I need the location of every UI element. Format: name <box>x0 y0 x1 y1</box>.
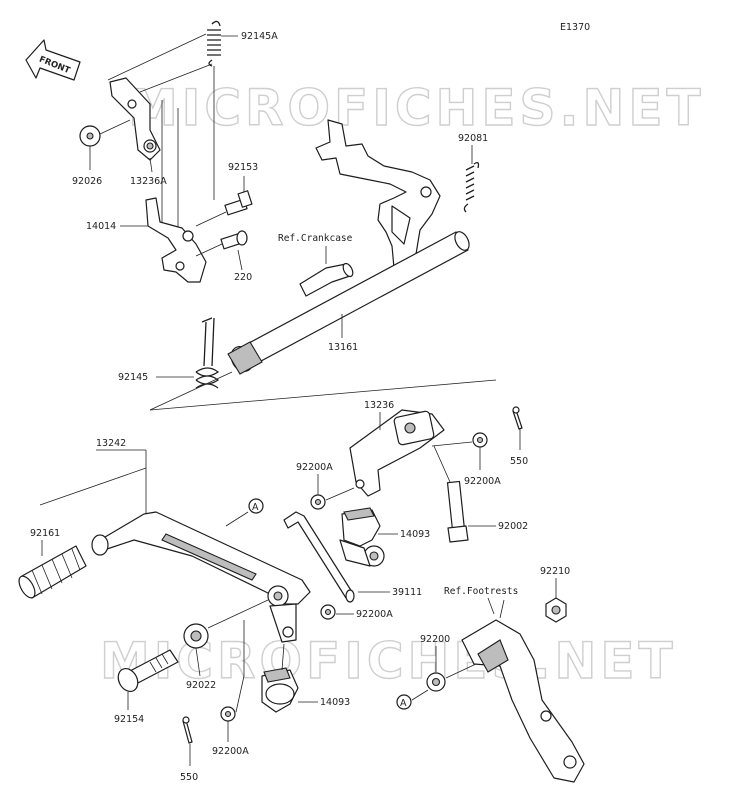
front-arrow-icon: FRONT <box>25 39 81 81</box>
washer-92022 <box>183 623 209 649</box>
label-92002: 92002 <box>498 521 528 532</box>
arm-13236 <box>349 409 445 497</box>
washer-92026 <box>79 125 101 147</box>
bracket-14014 <box>145 197 207 283</box>
diagram-code: E1370 <box>560 22 590 33</box>
arm-13236a <box>109 77 161 161</box>
label-13161: 13161 <box>328 342 358 353</box>
washer-92200a-bottom <box>220 706 236 722</box>
label-92145: 92145 <box>118 372 148 383</box>
label-13236a: 13236A <box>130 176 167 187</box>
label-92145a: 92145A <box>241 31 278 42</box>
label-92022: 92022 <box>186 680 216 691</box>
shaft-13161 <box>227 231 470 375</box>
label-550-top: 550 <box>510 456 528 467</box>
pin-220 <box>220 230 248 250</box>
label-92154: 92154 <box>114 714 144 725</box>
callout-a-upper: A <box>248 498 264 514</box>
label-ref-crankcase: Ref.Crankcase <box>278 233 353 244</box>
label-14093-upper: 14093 <box>400 529 430 540</box>
label-92081: 92081 <box>458 133 488 144</box>
washer-92200a-right <box>472 432 488 448</box>
spring-92145 <box>195 317 220 389</box>
footrest-bracket <box>461 599 585 783</box>
label-550-bottom: 550 <box>180 772 198 783</box>
spring-92081 <box>463 162 480 213</box>
shift-arm <box>315 119 441 269</box>
callout-a-upper-text: A <box>252 502 259 513</box>
label-92161: 92161 <box>30 528 60 539</box>
washer-92200a-mid <box>320 604 336 620</box>
bolt-92002 <box>446 480 469 543</box>
label-92210: 92210 <box>540 566 570 577</box>
label-92200a-bottom: 92200A <box>212 746 249 757</box>
joint-14093-lower <box>261 667 299 713</box>
watermark-top: MICROFICHES.NET <box>128 79 705 137</box>
nut-92210 <box>545 597 567 623</box>
label-92200: 92200 <box>420 634 450 645</box>
label-14093-lower: 14093 <box>320 697 350 708</box>
label-ref-footrests: Ref.Footrests <box>444 586 518 597</box>
callout-a-lower: A <box>396 694 412 710</box>
label-92153: 92153 <box>228 162 258 173</box>
washer-92200 <box>426 672 446 692</box>
joint-14093-upper <box>339 507 385 567</box>
bolt-92153 <box>224 190 253 216</box>
spring-92145a <box>207 20 221 200</box>
shift-pedal-13242 <box>91 511 311 643</box>
pedal-rubber-92161 <box>18 545 87 599</box>
label-92200a-right: 92200A <box>464 476 501 487</box>
label-92026: 92026 <box>72 176 102 187</box>
label-13236: 13236 <box>364 400 394 411</box>
label-39111: 39111 <box>392 587 422 598</box>
crankcase-stud <box>299 262 354 297</box>
cotter-pin-550-bottom <box>182 716 193 744</box>
label-92200a-upper: 92200A <box>296 462 333 473</box>
label-13242: 13242 <box>96 438 126 449</box>
bolt-92154 <box>117 649 179 693</box>
washer-92200a-upper <box>310 494 326 510</box>
rod-39111 <box>283 511 355 603</box>
label-14014: 14014 <box>86 221 116 232</box>
callout-a-lower-text: A <box>400 698 407 709</box>
label-92200a-mid: 92200A <box>356 609 393 620</box>
cotter-pin-550-top <box>512 406 523 430</box>
label-220: 220 <box>234 272 252 283</box>
